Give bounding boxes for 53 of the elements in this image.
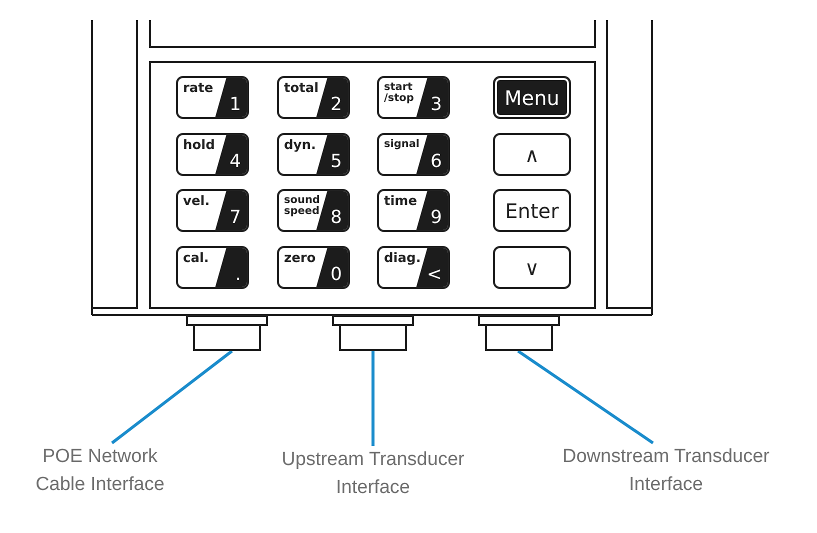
key-number: 1 (230, 96, 241, 114)
keypad-key (277, 133, 350, 176)
key-label: total (284, 82, 319, 96)
key-label: start /stop (384, 82, 415, 104)
leader-line (111, 350, 233, 444)
key-number: 4 (230, 153, 241, 171)
key-label: cal. (183, 252, 209, 266)
callout-label: Upstream Transducer Interface (281, 446, 465, 502)
key-number: 8 (330, 209, 342, 227)
key-label: zero (284, 252, 316, 266)
key-label: ∨ (524, 258, 540, 278)
key-label: hold (183, 139, 215, 153)
keypad-key (493, 133, 571, 176)
keypad-key (277, 76, 350, 119)
key-number: 6 (430, 153, 442, 171)
connector-port (478, 315, 560, 351)
keypad-key (277, 246, 350, 289)
keypad-key (493, 246, 571, 289)
callout-label: Downstream Transducer Interface (562, 443, 770, 499)
keypad-key (176, 133, 249, 176)
key-label: ∧ (524, 144, 540, 164)
keypad-key (176, 76, 249, 119)
key-label: signal (384, 139, 420, 150)
keypad-key (493, 76, 571, 119)
leader-line (372, 351, 374, 446)
keypad-key (176, 246, 249, 289)
key-number: 3 (430, 96, 442, 114)
key-number: 7 (230, 209, 241, 227)
key-number: 5 (330, 153, 342, 171)
key-number: 0 (330, 266, 342, 284)
keypad-key (176, 189, 249, 232)
key-label: diag. (384, 252, 421, 266)
key-label: dyn. (284, 139, 316, 153)
leader-line (517, 350, 654, 444)
keypad-key (277, 189, 350, 232)
key-number: < (426, 266, 442, 284)
callout-label: POE Network Cable Interface (35, 443, 165, 499)
key-label: time (384, 195, 418, 209)
key-label: sound speed (284, 195, 321, 218)
keypad-key (377, 189, 450, 232)
key-label: vel. (183, 195, 210, 209)
key-number: 9 (430, 209, 442, 227)
keypad-key (493, 189, 571, 232)
key-label: rate (183, 82, 214, 96)
connector-port (332, 315, 414, 351)
keypad-key (377, 133, 450, 176)
key-number: 2 (330, 96, 342, 114)
connector-port (186, 315, 268, 351)
key-number: . (235, 266, 241, 284)
key-label: Menu (504, 88, 560, 108)
key-label: Enter (505, 200, 559, 220)
keypad-key (377, 246, 450, 289)
keypad-key (377, 76, 450, 119)
